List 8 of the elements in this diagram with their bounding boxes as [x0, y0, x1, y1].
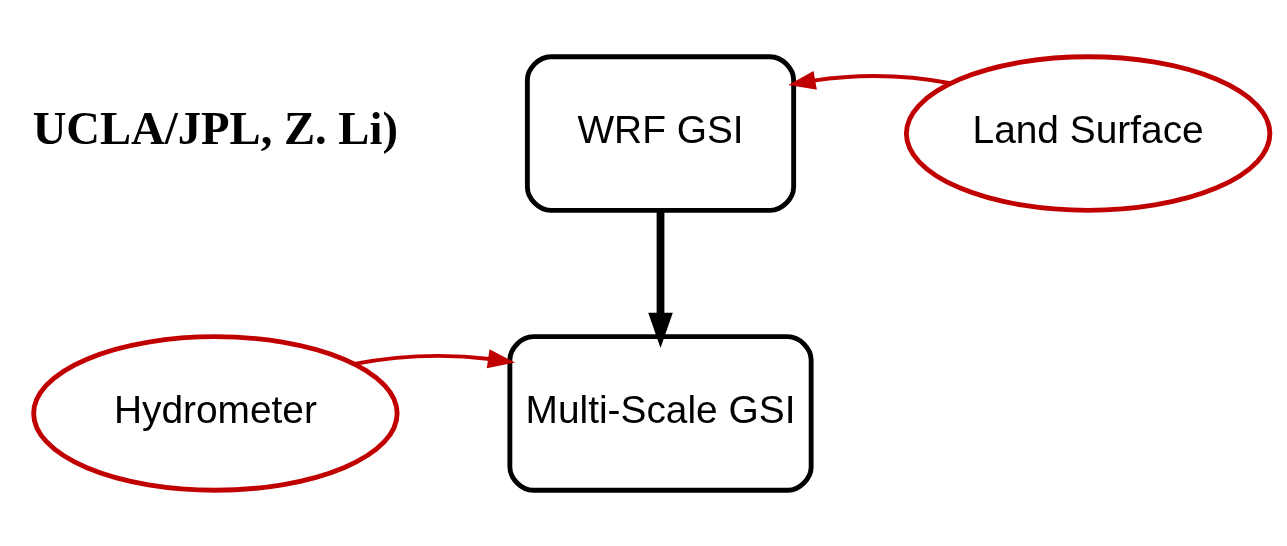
- node-box: Multi-Scale GSI: [507, 333, 814, 493]
- node-ellipse: Land Surface: [903, 53, 1273, 213]
- label: UCLA/JPL, Z. Li): [32, 101, 398, 154]
- node-ellipse: Hydrometer: [31, 333, 400, 493]
- arrow: [648, 210, 673, 348]
- arrow: [788, 70, 951, 90]
- arrow: [354, 348, 516, 368]
- node-box: WRF GSI: [524, 53, 797, 213]
